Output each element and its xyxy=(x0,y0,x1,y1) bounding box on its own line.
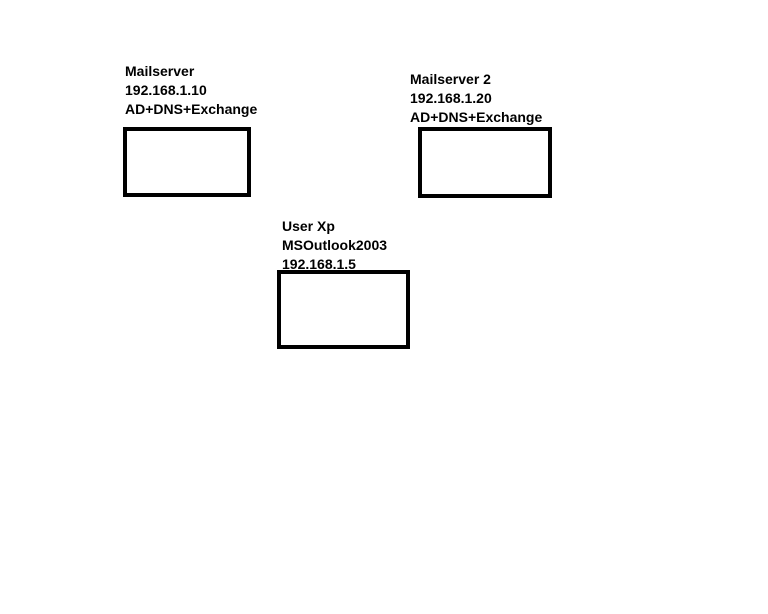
mailserver-2-box xyxy=(418,127,552,198)
mailserver-2-role: AD+DNS+Exchange xyxy=(410,109,543,125)
mailserver-2-ip: 192.168.1.20 xyxy=(410,90,492,106)
client-app: MSOutlook2003 xyxy=(282,237,388,253)
mailserver-1-label: Mailserver 192.168.1.10 AD+DNS+Exchange xyxy=(125,62,257,119)
client-name: User Xp xyxy=(282,218,335,234)
mailserver-1-name: Mailserver xyxy=(125,63,195,79)
client-box xyxy=(277,270,410,349)
mailserver-1-box xyxy=(123,127,251,197)
client-label: User Xp MSOutlook2003 192.168.1.5 xyxy=(282,217,387,274)
mailserver-2-name: Mailserver 2 xyxy=(410,71,491,87)
client-ip: 192.168.1.5 xyxy=(282,256,356,272)
mailserver-1-ip: 192.168.1.10 xyxy=(125,82,207,98)
mailserver-2-label: Mailserver 2 192.168.1.20 AD+DNS+Exchang… xyxy=(410,70,542,127)
mailserver-1-role: AD+DNS+Exchange xyxy=(125,101,258,117)
